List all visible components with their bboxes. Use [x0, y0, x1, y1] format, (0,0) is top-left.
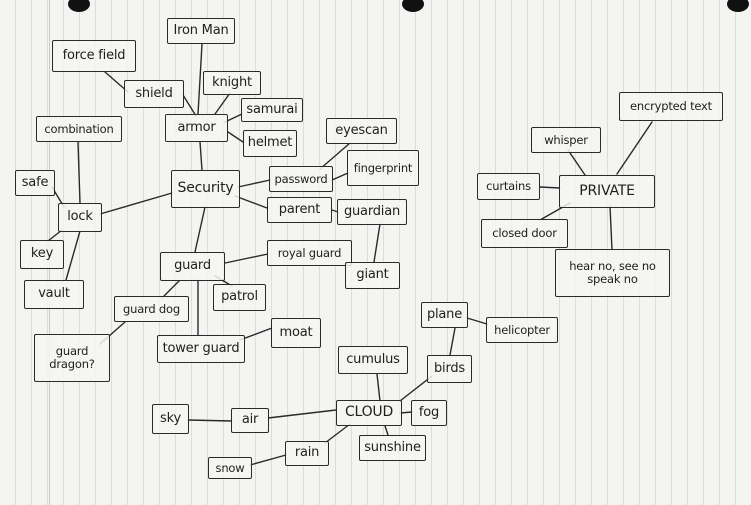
node-helmet: helmet — [243, 130, 297, 157]
edge-plane-helicopter — [466, 317, 488, 325]
node-lock: lock — [58, 203, 102, 232]
edge-security-parent — [234, 195, 268, 209]
node-moat: moat — [271, 318, 321, 348]
edge-sky-air — [187, 419, 233, 422]
edge-whisper-private — [567, 149, 586, 176]
node-key: key — [20, 240, 64, 269]
node-samurai: samurai — [241, 98, 303, 122]
node-private: PRIVATE — [559, 175, 655, 208]
node-sky: sky — [152, 404, 189, 434]
edge-guard-royalguard — [224, 253, 269, 264]
edge-cumulus-cloud — [376, 373, 381, 402]
node-shield: shield — [124, 80, 184, 108]
node-cumulus: cumulus — [338, 346, 408, 374]
node-whisper: whisper — [531, 127, 601, 153]
node-rain: rain — [285, 441, 329, 466]
node-snow: snow — [208, 457, 252, 479]
node-security: Security — [171, 170, 240, 208]
edge-ironman-armor — [197, 43, 203, 115]
node-patrol: patrol — [213, 284, 266, 311]
node-giant: giant — [345, 262, 400, 289]
node-password: password — [269, 166, 333, 192]
edge-shield-armor — [182, 94, 197, 117]
node-closed-door: closed door — [481, 219, 568, 248]
node-encrypted-text: encrypted text — [619, 92, 723, 121]
node-guard: guard — [160, 252, 225, 281]
edge-cloud-rain — [324, 423, 351, 444]
edge-guard-guarddog — [161, 279, 181, 299]
node-combination: combination — [36, 116, 122, 142]
edge-lock-security — [99, 192, 173, 215]
edge-rain-snow — [249, 454, 287, 466]
edge-lock-vault — [65, 230, 81, 281]
node-air: air — [231, 408, 269, 433]
edge-helmet-armor — [227, 131, 244, 143]
edge-plane-birds — [449, 327, 456, 356]
node-parent: parent — [267, 197, 332, 223]
node-hear-no-see-no-speak-no: hear no, see no speak no — [555, 249, 670, 297]
node-cloud: CLOUD — [336, 400, 402, 426]
node-plane: plane — [421, 302, 468, 328]
binder-hole-right — [727, 0, 749, 12]
node-fingerprint: fingerprint — [347, 150, 419, 186]
edge-password-fingerprint — [331, 172, 349, 181]
node-helicopter: helicopter — [486, 317, 558, 343]
edge-security-guard — [194, 206, 206, 253]
edge-armor-security — [199, 141, 203, 171]
node-curtains: curtains — [477, 173, 540, 200]
node-knight: knight — [203, 71, 261, 95]
node-guard-dragon: guard dragon? — [34, 334, 110, 382]
node-guardian: guardian — [337, 199, 407, 225]
edge-combination-lock — [77, 141, 81, 204]
node-iron-man: Iron Man — [167, 18, 235, 44]
edge-encryptedtext-private — [616, 121, 653, 175]
binder-hole-middle — [402, 0, 424, 12]
node-guard-dog: guard dog — [114, 296, 189, 322]
node-royal-guard: royal guard — [267, 240, 352, 266]
node-fog: fog — [411, 400, 447, 426]
edge-air-cloud — [267, 409, 337, 419]
binder-hole-left — [68, 0, 90, 12]
node-tower-guard: tower guard — [157, 335, 245, 363]
edge-knight-armor — [214, 92, 231, 115]
edge-password-eyescan — [319, 142, 351, 170]
edge-birds-cloud — [399, 375, 433, 402]
edge-towerguard-moat — [239, 327, 273, 341]
node-safe: safe — [15, 170, 55, 196]
edge-private-hearno — [609, 205, 613, 251]
edge-guardian-giant — [373, 223, 381, 263]
node-sunshine: sunshine — [359, 435, 426, 461]
edge-cloud-fog — [399, 411, 413, 414]
node-force-field: force field — [52, 40, 136, 72]
edge-security-password — [237, 179, 271, 188]
edge-cloud-sunshine — [384, 425, 389, 436]
node-vault: vault — [24, 280, 84, 309]
node-armor: armor — [165, 114, 228, 142]
edge-curtains-private — [539, 186, 561, 189]
node-birds: birds — [427, 355, 472, 383]
node-eyescan: eyescan — [326, 118, 397, 144]
